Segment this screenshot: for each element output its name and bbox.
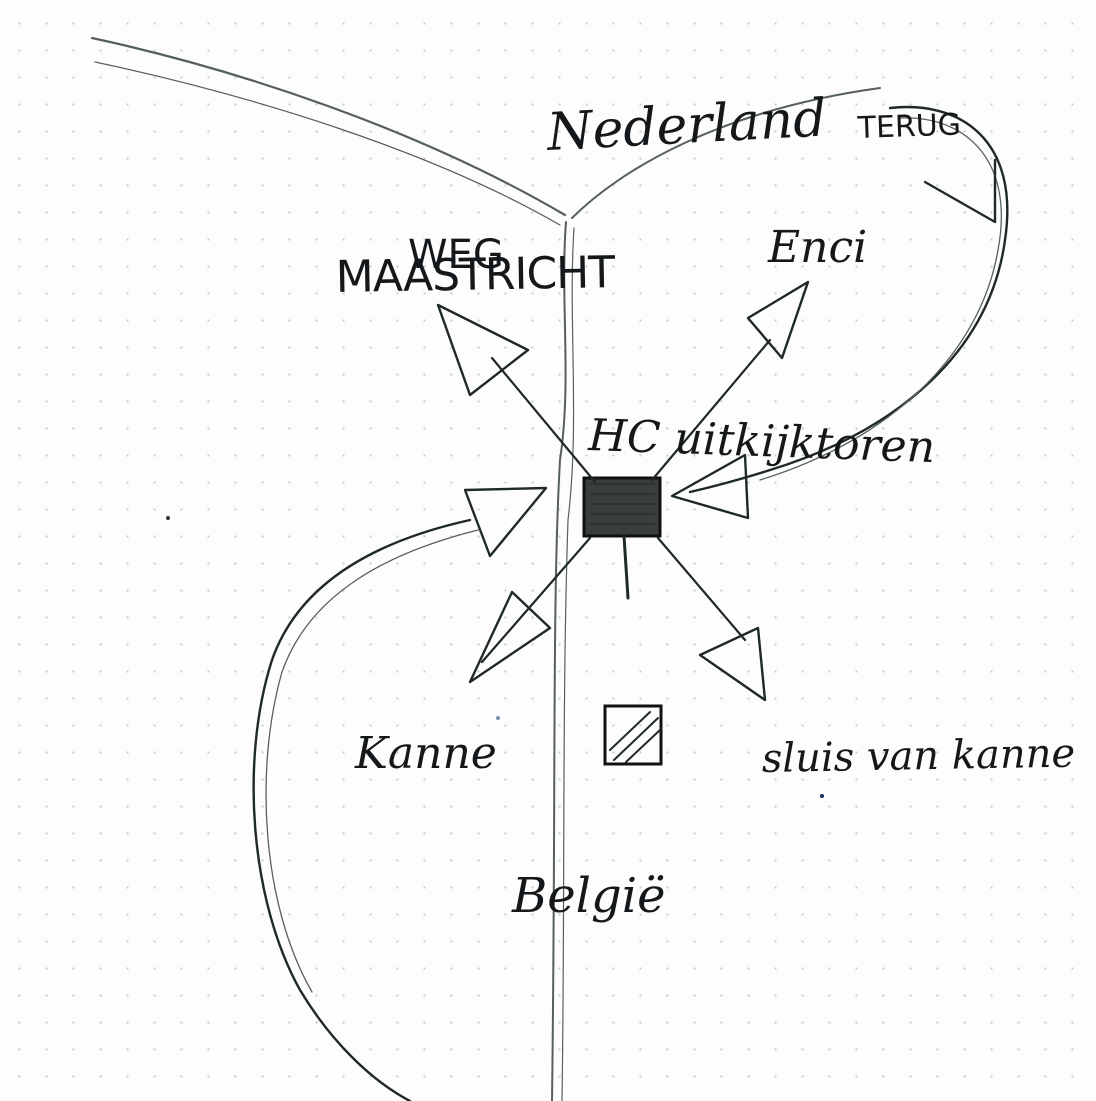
arrow-line-sluis bbox=[658, 538, 745, 640]
arrowhead-sluis bbox=[700, 628, 765, 700]
terug-arrowhead bbox=[925, 160, 995, 222]
hub-stem bbox=[624, 536, 628, 598]
ink-speck bbox=[166, 516, 170, 520]
border-line-top-left-shadow bbox=[95, 62, 560, 225]
label-terug: TERUG bbox=[856, 107, 962, 146]
arrow-line-maastricht bbox=[492, 358, 595, 482]
arrowhead-kanne bbox=[470, 592, 550, 682]
label-enci: Enci bbox=[767, 222, 867, 273]
arrowhead-enci bbox=[748, 282, 808, 358]
small-box-hatching bbox=[610, 712, 660, 762]
border-line-top-left bbox=[92, 38, 565, 215]
border-line-vertical-shadow bbox=[562, 228, 574, 1101]
label-belgium: België bbox=[511, 868, 666, 924]
arrow-line-kanne bbox=[482, 538, 590, 662]
arrowhead-maastricht bbox=[438, 305, 528, 395]
ink-speck bbox=[820, 794, 824, 798]
arrowhead-in-left bbox=[465, 488, 546, 556]
border-line-vertical bbox=[552, 222, 566, 1101]
label-maastricht: MAASTRICHT bbox=[335, 247, 615, 303]
label-sluis: sluis van kanne bbox=[761, 731, 1075, 782]
ink-speck bbox=[496, 716, 500, 720]
return-loop-left bbox=[254, 520, 470, 1101]
label-hotspot: HC uitkijktoren bbox=[587, 410, 936, 473]
hub-box bbox=[584, 478, 660, 536]
label-kanne: Kanne bbox=[354, 728, 497, 779]
label-netherlands: Nederland bbox=[544, 88, 828, 163]
